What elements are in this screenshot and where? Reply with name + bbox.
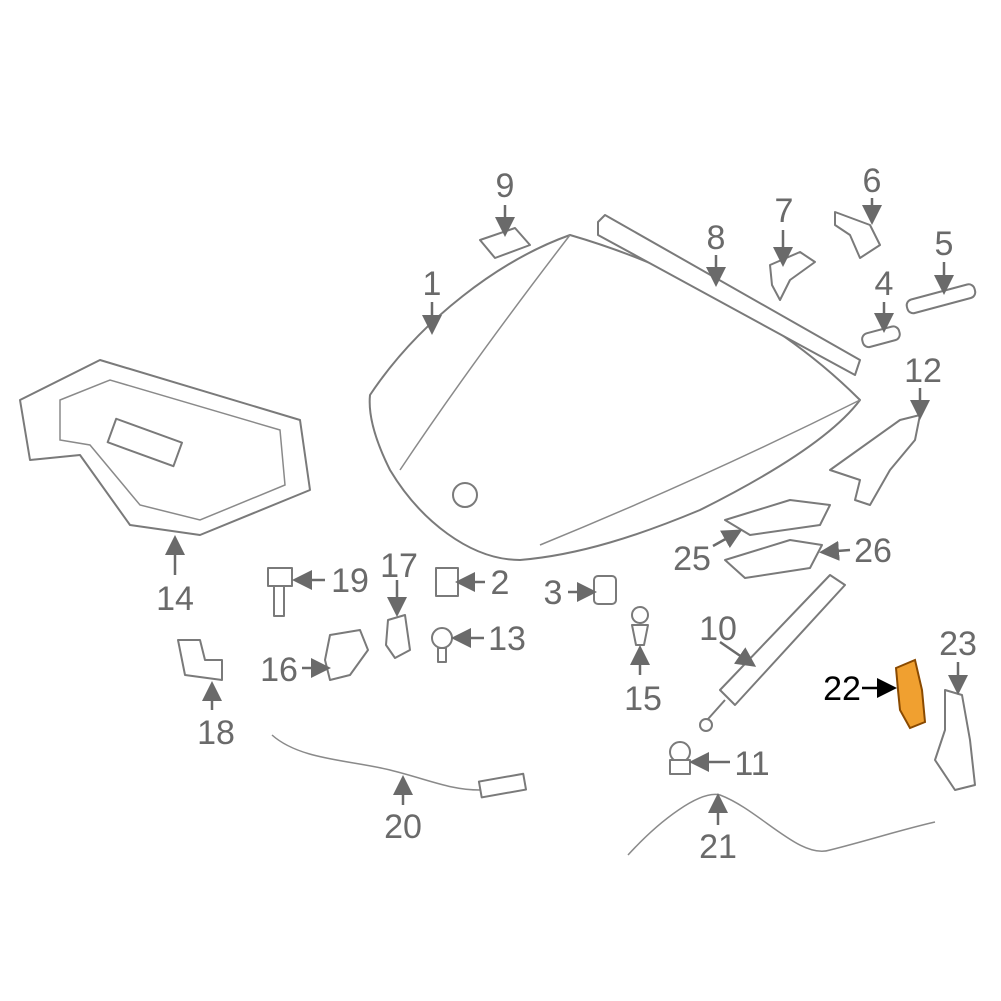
part-16-bracket[interactable] <box>324 629 369 681</box>
callout-20: 20 <box>384 808 422 846</box>
part-10-gas-strut[interactable] <box>699 574 846 732</box>
part-17-seal[interactable] <box>385 614 411 659</box>
callout-6: 6 <box>863 162 882 200</box>
callout-11: 11 <box>734 745 769 783</box>
part-23-hood-hinge[interactable] <box>934 689 976 791</box>
callout-17: 17 <box>380 547 418 585</box>
callout-22-highlighted: 22 <box>823 670 861 708</box>
part-21-release-cable[interactable] <box>627 793 936 856</box>
part-9-bracket[interactable] <box>479 227 531 259</box>
part-11-stud[interactable] <box>669 741 691 775</box>
callout-3: 3 <box>544 574 563 612</box>
callout-9: 9 <box>496 167 515 205</box>
part-14-insulation-pad[interactable] <box>19 359 311 536</box>
part-13-nut[interactable] <box>431 627 453 663</box>
part-20-release-cable[interactable] <box>271 734 528 799</box>
callout-5: 5 <box>935 225 954 263</box>
leader-arrows <box>165 198 968 825</box>
part-6-bracket[interactable] <box>834 211 881 259</box>
part-7-bracket[interactable] <box>769 251 816 301</box>
part-26-vent-seal[interactable] <box>724 539 823 579</box>
part-22-hood-latch-highlighted[interactable] <box>894 658 927 730</box>
callout-labels: 1 2 3 4 5 6 7 8 9 10 11 12 13 14 15 16 1… <box>156 162 977 866</box>
callout-21: 21 <box>699 828 737 866</box>
callout-4: 4 <box>875 265 894 303</box>
part-15-clip[interactable] <box>631 606 649 646</box>
callout-14: 14 <box>156 580 194 618</box>
part-18-bracket[interactable] <box>177 639 223 681</box>
callout-19: 19 <box>331 562 369 600</box>
part-12-hinge[interactable] <box>829 414 921 506</box>
part-2-clip[interactable] <box>435 567 459 597</box>
part-4-trim[interactable] <box>861 325 901 349</box>
callout-12: 12 <box>904 352 942 390</box>
callout-15: 15 <box>624 680 662 718</box>
callout-13: 13 <box>488 620 526 658</box>
part-19-bolt[interactable] <box>267 567 293 617</box>
part-8-seal-strip[interactable] <box>597 214 861 376</box>
callout-10: 10 <box>699 610 737 648</box>
callout-18: 18 <box>197 714 235 752</box>
part-3-bumper[interactable] <box>593 575 617 605</box>
callout-1: 1 <box>423 265 442 303</box>
callout-8: 8 <box>707 219 726 257</box>
callout-16: 16 <box>260 651 298 689</box>
part-5-trim[interactable] <box>905 283 977 315</box>
callout-7: 7 <box>775 192 794 230</box>
callout-25: 25 <box>673 540 711 578</box>
callout-26: 26 <box>854 532 892 570</box>
part-1-hood[interactable] <box>368 234 861 561</box>
part-25-vent-grille[interactable] <box>724 499 831 536</box>
callout-23: 23 <box>939 625 977 663</box>
callout-2: 2 <box>491 564 510 602</box>
